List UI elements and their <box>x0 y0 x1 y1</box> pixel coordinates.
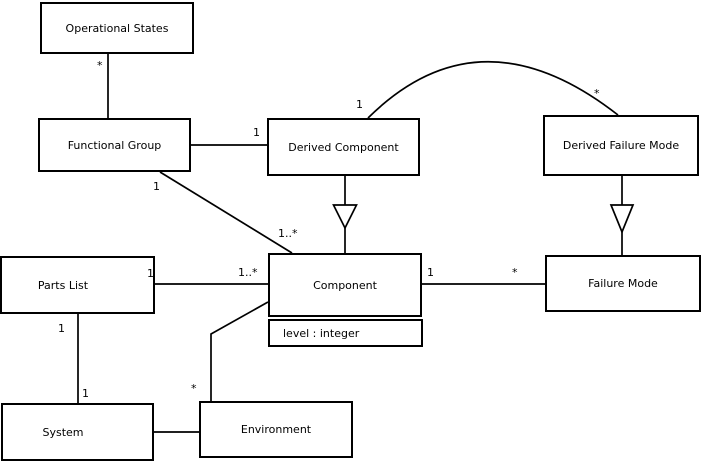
class-box-parts-list: Parts List <box>0 256 155 314</box>
class-name-label: Parts List <box>37 278 89 292</box>
class-name-label: Functional Group <box>67 138 162 152</box>
multiplicity-label: * <box>191 382 197 395</box>
multiplicity-label: 1 <box>356 98 363 111</box>
class-name-label: Operational States <box>65 21 169 35</box>
class-box-operational-states: Operational States <box>40 2 194 54</box>
class-box-functional-group: Functional Group <box>38 118 191 172</box>
multiplicity-label: * <box>512 266 518 279</box>
association-line <box>210 301 269 401</box>
class-box-environment: Environment <box>199 401 353 458</box>
multiplicity-label: 1 <box>58 322 65 335</box>
generalization-arrowhead <box>609 204 635 235</box>
edge-component-failure-mode: 1 * <box>422 266 545 285</box>
association-arc <box>367 60 619 119</box>
edge-parts-list-component: 1 1..* <box>147 266 268 285</box>
edge-functional-group-component: 1 1..* <box>153 171 298 254</box>
edge-operational-states-functional-group: * <box>97 54 109 118</box>
class-name-label: Derived Component <box>288 140 399 154</box>
class-name-label: Component <box>313 278 377 292</box>
multiplicity-label: 1 <box>253 126 260 139</box>
class-box-component: Component <box>268 253 422 317</box>
class-name-label: Derived Failure Mode <box>562 139 680 152</box>
class-box-failure-mode: Failure Mode <box>545 255 701 312</box>
multiplicity-label: * <box>594 87 600 100</box>
class-box-system: System <box>1 403 154 461</box>
edge-generalization-derived-component-component <box>332 176 358 253</box>
edge-environment-component: * <box>191 301 269 401</box>
class-box-derived-failure-mode: Derived Failure Mode <box>543 115 699 176</box>
multiplicity-label: 1..* <box>238 266 258 279</box>
edge-generalization-derived-failure-mode-failure-mode <box>609 176 635 255</box>
multiplicity-label: 1 <box>82 387 89 400</box>
class-name-label: Failure Mode <box>588 277 658 290</box>
class-name-label: System <box>42 425 84 439</box>
multiplicity-label: 1 <box>427 266 434 279</box>
class-name-label: Environment <box>240 423 312 436</box>
multiplicity-label: * <box>97 59 103 72</box>
edge-parts-list-system: 1 1 <box>58 314 89 403</box>
edge-functional-group-derived-component: 1 <box>191 126 267 146</box>
edge-derived-component-derived-failure-mode-arc: 1 * <box>356 60 619 119</box>
association-line <box>159 171 293 254</box>
multiplicity-label: 1..* <box>278 227 298 240</box>
class-attributes-component: level : integer <box>268 319 423 347</box>
generalization-arrowhead <box>332 204 358 230</box>
class-box-derived-component: Derived Component <box>267 118 420 176</box>
attribute-label: level : integer <box>283 326 360 340</box>
multiplicity-label: 1 <box>147 267 154 280</box>
multiplicity-label: 1 <box>153 180 160 193</box>
